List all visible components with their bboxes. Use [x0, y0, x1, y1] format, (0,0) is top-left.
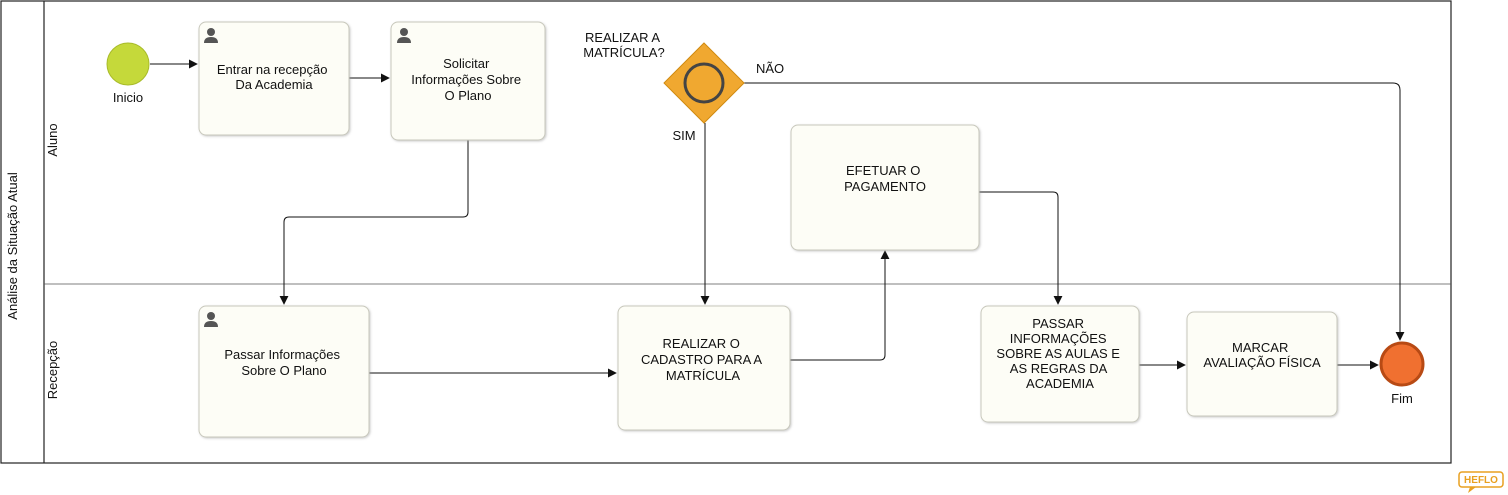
task-label: PASSAR INFORMAÇÕES SOBRE AS AULAS E AS R…: [996, 316, 1123, 391]
gateway-question: REALIZAR A MATRÍCULA?: [583, 30, 664, 60]
end-event-label: Fim: [1391, 391, 1413, 406]
task-passar-informacoes-regras[interactable]: PASSAR INFORMAÇÕES SOBRE AS AULAS E AS R…: [980, 305, 1140, 423]
user-task-icon: [204, 28, 218, 43]
gateway-event-circle-icon: [683, 62, 725, 104]
flow-cadastro-to-pagamento: [790, 250, 890, 361]
lane-label-recepcao: Recepção: [45, 341, 60, 400]
gateway-yes-label: SIM: [672, 128, 695, 143]
pool-title: Análise da Situação Atual: [5, 172, 20, 320]
lane-label-aluno: Aluno: [45, 123, 60, 156]
heflo-logo: HEFLO: [1458, 471, 1504, 493]
task-passar-informacoes-plano[interactable]: Passar Informações Sobre O Plano: [198, 305, 370, 438]
end-event[interactable]: [1379, 341, 1425, 387]
user-task-icon: [397, 28, 411, 43]
gateway-no-label: NÃO: [756, 61, 784, 76]
start-event-label: Inicio: [113, 90, 143, 105]
task-entrar-na-recepcao[interactable]: Entrar na recepção Da Academia: [198, 21, 350, 136]
start-event[interactable]: [106, 42, 150, 86]
task-efetuar-pagamento[interactable]: EFETUAR O PAGAMENTO: [790, 124, 980, 251]
user-task-icon: [204, 312, 218, 327]
task-label: Passar Informações Sobre O Plano: [224, 347, 343, 378]
task-label: Solicitar Informações Sobre O Plano: [411, 56, 524, 103]
flow-gateway-nao-to-fim: [744, 82, 1405, 341]
gateway-diamond[interactable]: [663, 42, 745, 124]
task-label: REALIZAR O CADASTRO PARA A MATRÍCULA: [641, 336, 765, 383]
flow-pagamento-to-passar-regras: [979, 191, 1063, 305]
task-label: MARCAR AVALIAÇÃO FÍSICA: [1203, 340, 1321, 370]
svg-text:HEFLO: HEFLO: [1464, 475, 1498, 486]
task-label: EFETUAR O PAGAMENTO: [844, 163, 926, 194]
task-label: Entrar na recepção Da Academia: [217, 62, 331, 92]
flow-solicitar-to-passar-info: [279, 140, 469, 305]
task-marcar-avaliacao[interactable]: MARCAR AVALIAÇÃO FÍSICA: [1186, 311, 1338, 417]
task-realizar-cadastro[interactable]: REALIZAR O CADASTRO PARA A MATRÍCULA: [617, 305, 791, 431]
task-solicitar-informacoes[interactable]: Solicitar Informações Sobre O Plano: [390, 21, 546, 141]
